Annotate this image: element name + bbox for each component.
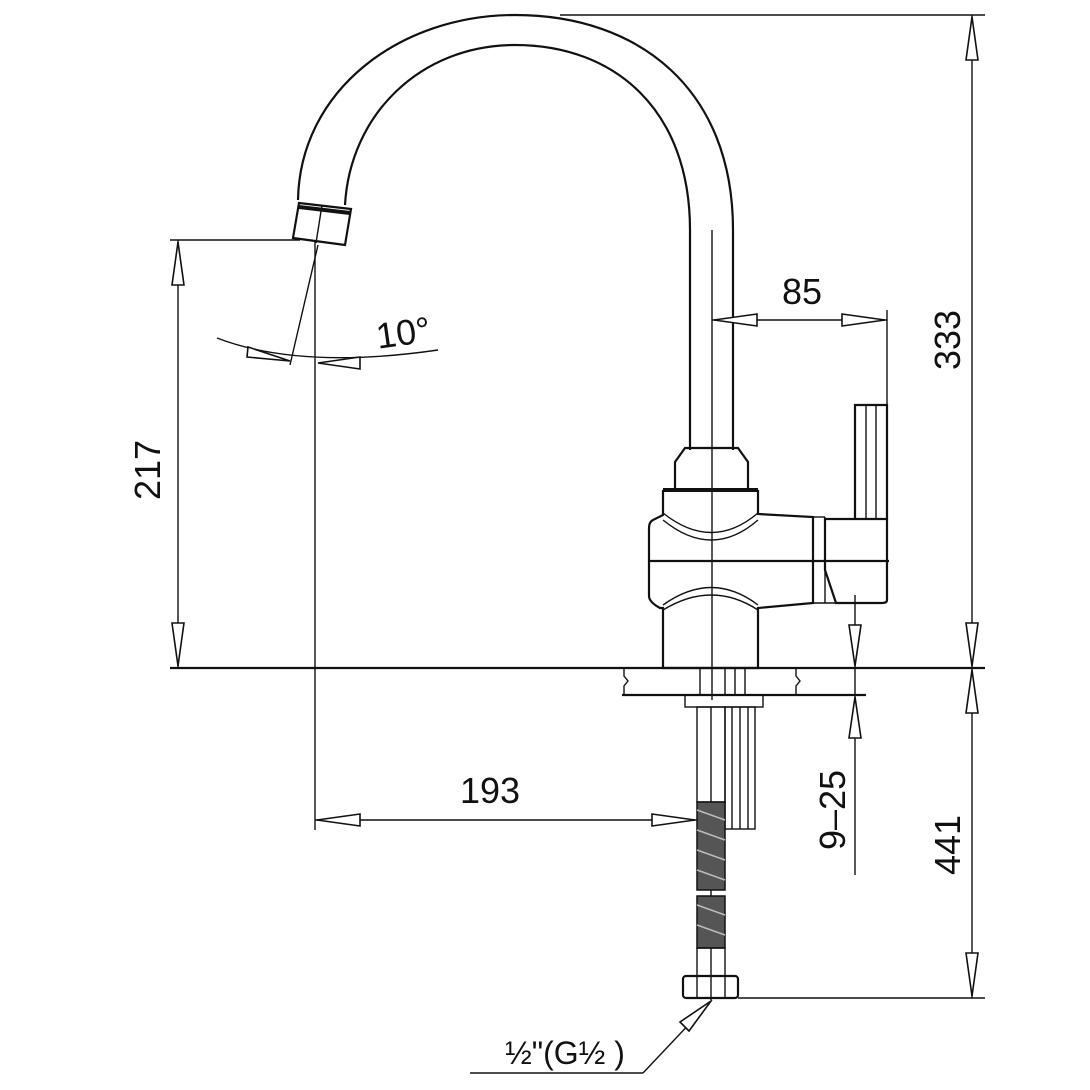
- aerator-nozzle: [291, 201, 353, 247]
- dimension-label-85: 85: [782, 271, 822, 312]
- dimension-label-333: 333: [927, 310, 968, 370]
- dimension-label-193: 193: [460, 770, 520, 811]
- countertop-section: [170, 666, 985, 697]
- dimension-label-10deg: 10°: [373, 309, 433, 357]
- dimension-angle-10: 10°: [216, 309, 439, 370]
- dimension-9-25: 9–25: [812, 595, 862, 875]
- dimension-193: 193: [315, 770, 697, 827]
- dimension-441: 441: [927, 668, 979, 998]
- lever-handle: [823, 403, 889, 605]
- dimension-333: 333: [927, 15, 979, 668]
- dimension-217: 217: [127, 240, 185, 668]
- dimension-label-441: 441: [927, 815, 968, 875]
- mounting-shank-and-hoses: [681, 668, 764, 1000]
- dimension-label-9-25: 9–25: [812, 770, 853, 850]
- spout: [296, 13, 735, 700]
- extension-lines: [170, 14, 985, 999]
- dimension-label-217: 217: [127, 440, 168, 500]
- thread-callout: ½"(G½ ): [470, 999, 713, 1074]
- dimension-85: 85: [712, 271, 887, 327]
- thread-size-label: ½"(G½ ): [505, 1035, 625, 1071]
